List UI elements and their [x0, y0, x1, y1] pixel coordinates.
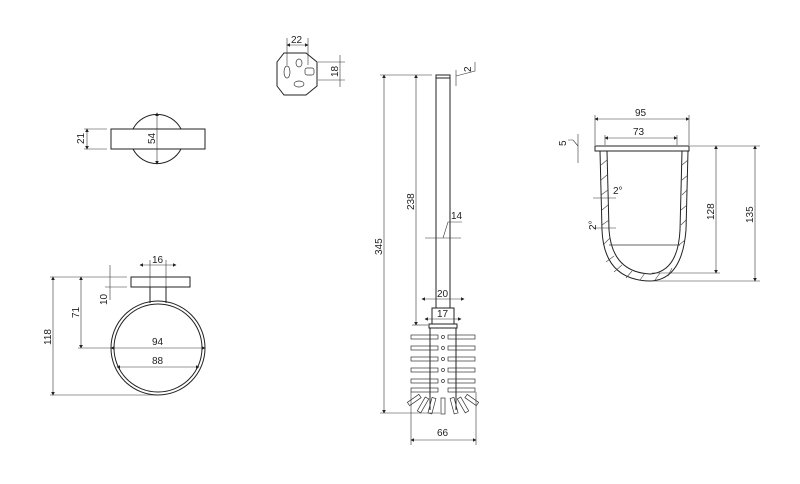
draft-angle-2-label: 2° — [588, 220, 599, 230]
plate-thickness-label: 10 — [99, 293, 110, 305]
handle-length-label: 238 — [406, 193, 417, 210]
bowl-section-view: 95 73 5 2° 2° 128 135 — [558, 108, 760, 282]
outer-diameter-label: 94 — [152, 337, 164, 348]
holder-side-view: 21 54 — [76, 112, 206, 165]
bowl-outer-width-label: 95 — [635, 108, 647, 119]
mount-height-label: 18 — [330, 65, 341, 77]
rim-label: 5 — [558, 140, 569, 146]
bowl-inner-depth-label: 128 — [706, 203, 717, 220]
mount-width-label: 22 — [291, 35, 303, 46]
head-width-label: 66 — [437, 428, 449, 439]
bowl-total-height-label: 135 — [745, 206, 756, 223]
inner-diameter-label: 88 — [152, 356, 164, 367]
ring-holder-view: 16 10 71 118 94 88 — [43, 255, 206, 396]
bowl-inner-width-label: 73 — [633, 127, 645, 138]
brush-view: 345 238 2 14 20 17 66 — [374, 62, 480, 445]
center-height-label: 71 — [71, 306, 82, 318]
plate-width-label: 16 — [152, 255, 164, 266]
collar-outer-label: 20 — [437, 289, 449, 300]
brush-length-label: 345 — [374, 238, 385, 255]
holder-diameter-label: 54 — [147, 132, 158, 144]
mount-plate-view: 22 18 — [276, 35, 345, 96]
draft-angle-1-label: 2° — [613, 186, 623, 197]
collar-inner-label: 17 — [437, 309, 449, 320]
handle-diameter-label: 14 — [451, 211, 463, 222]
total-height-label: 118 — [43, 329, 54, 345]
holder-thickness-label: 21 — [76, 132, 87, 144]
cap-label: 2 — [463, 66, 474, 72]
